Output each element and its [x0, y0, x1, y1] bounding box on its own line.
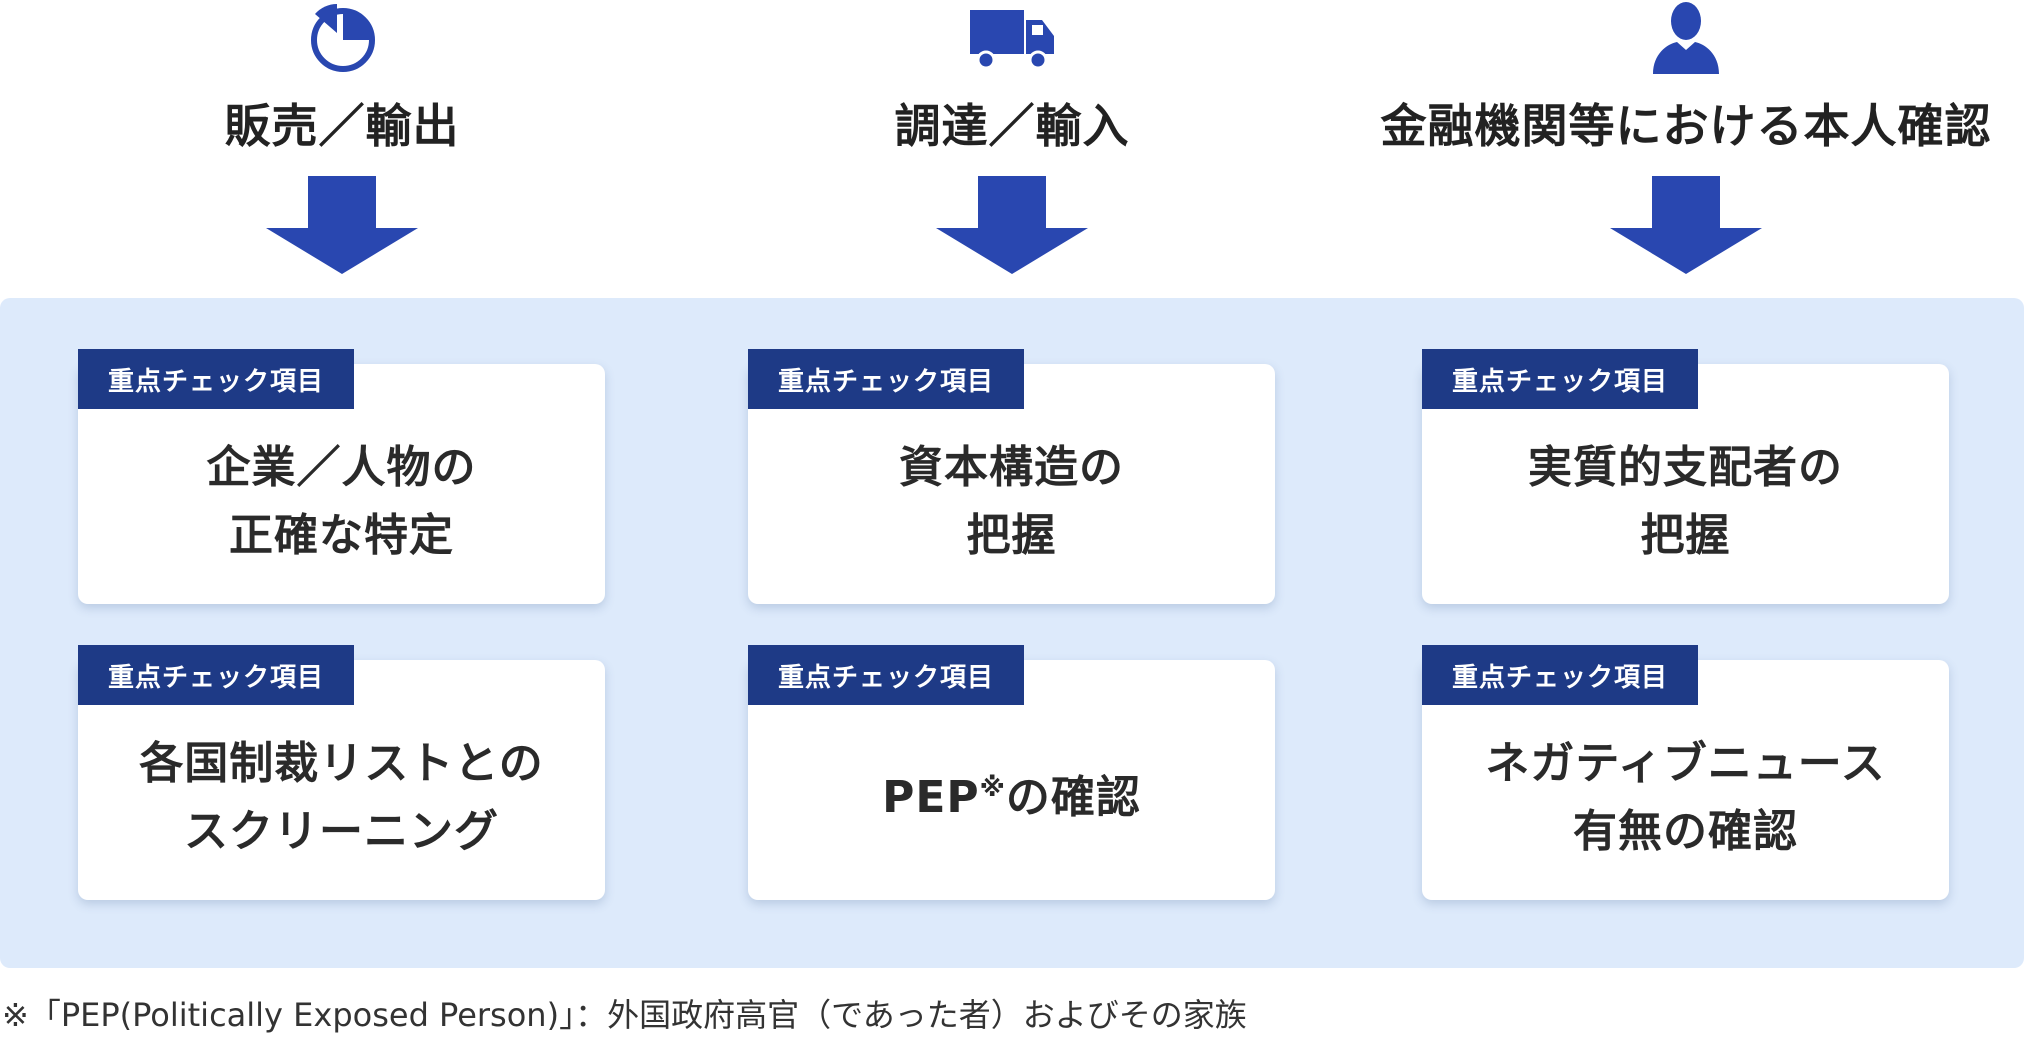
column-title: 調達／輸入 — [894, 99, 1130, 153]
check-item-card: 重点チェック項目 PEP※の確認 — [748, 645, 1275, 900]
check-item-line: 企業／人物の — [206, 442, 477, 493]
check-item-text: 各国制裁リストとの スクリーニング — [78, 712, 605, 884]
check-item-tag: 重点チェック項目 — [1422, 645, 1698, 705]
check-item-card: 重点チェック項目 ネガティブニュース 有無の確認 — [1422, 645, 1949, 900]
footnote: ※「PEP(Politically Exposed Person)」：外国政府高… — [2, 996, 1247, 1034]
check-item-tag: 重点チェック項目 — [748, 349, 1024, 409]
truck-icon — [968, 6, 1056, 74]
check-item-line: 正確な特定 — [229, 510, 454, 561]
check-item-text: ネガティブニュース 有無の確認 — [1422, 712, 1949, 884]
person-icon — [1651, 0, 1721, 80]
check-item-tag: 重点チェック項目 — [78, 349, 354, 409]
check-item-line: 把握 — [1640, 510, 1731, 561]
column-title: 販売／輸出 — [224, 99, 460, 153]
check-item-card: 重点チェック項目 実質的支配者の 把握 — [1422, 349, 1949, 604]
check-items-panel: 重点チェック項目 企業／人物の 正確な特定 重点チェック項目 資本構造の 把握 … — [0, 298, 2024, 968]
check-item-suffix: の確認 — [1005, 772, 1141, 823]
pep-label: PEP — [882, 772, 980, 823]
check-item-card: 重点チェック項目 各国制裁リストとの スクリーニング — [78, 645, 605, 900]
check-item-line: PEP※の確認 — [882, 764, 1141, 832]
check-item-tag: 重点チェック項目 — [748, 645, 1024, 705]
pie-chart-icon — [307, 2, 377, 78]
down-arrow-icon — [936, 176, 1088, 278]
down-arrow-icon — [266, 176, 418, 278]
check-item-line: 実質的支配者の — [1528, 442, 1843, 493]
check-item-tag: 重点チェック項目 — [78, 645, 354, 705]
check-item-line: 各国制裁リストとの — [139, 738, 544, 789]
check-item-text: 実質的支配者の 把握 — [1422, 416, 1949, 588]
check-item-card: 重点チェック項目 資本構造の 把握 — [748, 349, 1275, 604]
check-item-line: 把握 — [966, 510, 1057, 561]
check-item-line: ネガティブニュース — [1485, 738, 1886, 789]
check-item-text: 資本構造の 把握 — [748, 416, 1275, 588]
check-item-line: 資本構造の — [899, 442, 1124, 493]
check-item-text: PEP※の確認 — [748, 712, 1275, 884]
column-title: 金融機関等における本人確認 — [1380, 99, 1992, 153]
check-item-line: 有無の確認 — [1573, 806, 1798, 857]
down-arrow-icon — [1610, 176, 1762, 278]
check-item-line: スクリーニング — [184, 806, 499, 857]
footnote-mark: ※ — [979, 773, 1006, 803]
check-item-tag: 重点チェック項目 — [1422, 349, 1698, 409]
check-item-text: 企業／人物の 正確な特定 — [78, 416, 605, 588]
check-item-card: 重点チェック項目 企業／人物の 正確な特定 — [78, 349, 605, 604]
